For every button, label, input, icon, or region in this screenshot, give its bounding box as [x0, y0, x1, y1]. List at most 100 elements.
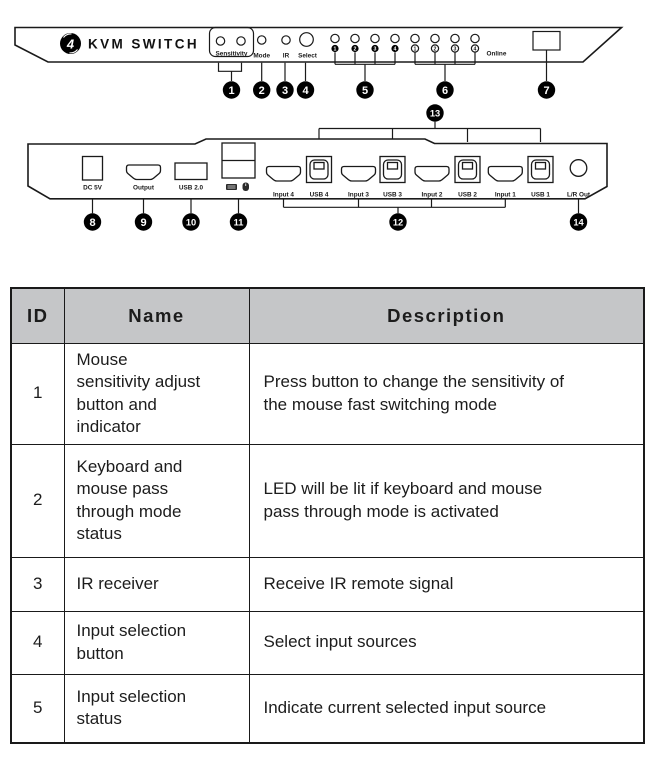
svg-text:11: 11 [234, 218, 244, 228]
mode-led [256, 35, 267, 45]
svg-text:3: 3 [454, 46, 457, 52]
svg-text:2: 2 [434, 46, 437, 52]
row-name: Input selection button [63, 610, 250, 675]
row-description: Receive IR remote signal [248, 556, 645, 612]
table-row: 5 Input selection status Indicate curren… [10, 673, 645, 744]
mouse-icon [242, 182, 249, 191]
rear-panel-diagram: 13 DC 5V Output USB 2.0 Input 4 USB 4 [27, 104, 608, 231]
svg-text:USB 1: USB 1 [531, 192, 550, 199]
hdmi-input2-port [414, 165, 450, 182]
keyboard-icon [226, 184, 237, 190]
mode-label: Mode [253, 52, 270, 59]
table-row: 3 IR receiver Receive IR remote signal [10, 556, 645, 612]
table-row: 4 Input selection button Select input so… [10, 610, 645, 675]
svg-text:USB 4: USB 4 [310, 192, 329, 199]
usb-ports-bracket [318, 121, 542, 142]
brand-text: KVM SWITCH [88, 36, 199, 51]
svg-text:7: 7 [543, 85, 549, 97]
svg-text:USB 2: USB 2 [458, 192, 477, 199]
front-panel-outline [14, 26, 624, 63]
row-name: Mouse sensitivity adjust button and indi… [63, 342, 250, 445]
svg-text:12: 12 [393, 218, 403, 228]
usb2-port [454, 155, 481, 184]
output-label: Output [133, 185, 155, 192]
row-description: Select input sources [248, 610, 645, 675]
svg-text:3: 3 [374, 46, 377, 52]
svg-text:Input 2: Input 2 [422, 192, 443, 199]
ir-window-rect [532, 30, 561, 51]
svg-text:4: 4 [474, 46, 477, 52]
row-name: IR receiver [63, 556, 250, 612]
row-description: Press button to change the sensitivity o… [248, 342, 645, 445]
svg-text:10: 10 [186, 218, 196, 228]
header-name: Name [63, 287, 250, 344]
device-diagrams: 4 KVM SWITCH Sensitivity Mode IR Select … [14, 26, 624, 231]
front-panel-diagram: 4 KVM SWITCH Sensitivity Mode IR Select … [14, 26, 624, 99]
svg-text:Input 4: Input 4 [273, 192, 294, 199]
ir-label: IR [283, 52, 290, 59]
logo-number: 4 [66, 37, 75, 52]
header-id: ID [10, 287, 65, 344]
svg-text:1: 1 [334, 46, 337, 52]
usb20-port [174, 162, 208, 181]
usb3-port [379, 155, 406, 184]
online-status-leds: 1 2 3 4 [410, 33, 480, 53]
svg-text:4: 4 [394, 46, 397, 52]
svg-text:USB 3: USB 3 [383, 192, 402, 199]
usb1-port [527, 155, 554, 184]
sensitivity-group-box [208, 26, 255, 58]
audio-out-jack [569, 159, 588, 177]
row-name: Keyboard and mouse pass through mode sta… [63, 443, 250, 558]
svg-text:14: 14 [573, 218, 584, 228]
table-header-row: ID Name Description [10, 287, 645, 344]
online-label: Online [487, 51, 507, 58]
hdmi-input1-port [487, 165, 523, 182]
input-selection-status-leds: 1 2 3 4 [330, 33, 400, 52]
svg-text:13: 13 [430, 109, 440, 119]
keyboard-mouse-ports [221, 142, 256, 179]
brand-logo-icon: 4 [60, 33, 81, 54]
hdmi-output-port [125, 164, 162, 181]
row-id: 4 [10, 610, 65, 675]
rear-callouts: 8 9 10 11 12 14 [83, 213, 588, 231]
header-description: Description [248, 287, 645, 344]
svg-text:5: 5 [362, 85, 368, 97]
select-label: Select [298, 52, 318, 59]
table-row: 2 Keyboard and mouse pass through mode s… [10, 443, 645, 558]
svg-text:3: 3 [282, 85, 288, 97]
front-callout-lines [217, 50, 548, 81]
svg-text:4: 4 [302, 85, 309, 97]
dc-power-label: DC 5V [83, 185, 103, 192]
svg-text:8: 8 [89, 217, 95, 229]
sensitivity-led-1 [215, 36, 226, 46]
row-description: LED will be lit if keyboard and mouse pa… [248, 443, 645, 558]
svg-text:Input 1: Input 1 [495, 192, 516, 199]
front-callouts: 1 2 3 4 5 6 7 [222, 81, 556, 99]
svg-text:2: 2 [259, 85, 265, 97]
ir-receiver-window [281, 35, 291, 45]
svg-text:9: 9 [140, 217, 146, 229]
hdmi-input4-port [265, 165, 302, 182]
svg-text:1: 1 [414, 46, 417, 52]
row-id: 1 [10, 342, 65, 445]
svg-text:Input 3: Input 3 [348, 192, 369, 199]
svg-text:6: 6 [442, 85, 448, 97]
rear-callout-lines [91, 199, 580, 214]
row-name: Input selection status [63, 673, 250, 744]
audio-label: L/R Out [567, 192, 591, 199]
table-row: 1 Mouse sensitivity adjust button and in… [10, 342, 645, 445]
callout-13 [426, 104, 444, 122]
svg-text:2: 2 [354, 46, 357, 52]
sensitivity-label: Sensitivity [216, 50, 248, 57]
row-id: 5 [10, 673, 65, 744]
row-id: 2 [10, 443, 65, 558]
usb20-label: USB 2.0 [179, 185, 204, 192]
select-button [299, 32, 314, 47]
row-description: Indicate current selected input source [248, 673, 645, 744]
dc-power-port [81, 155, 104, 181]
usb4-port [305, 155, 333, 184]
hdmi-input3-port [340, 165, 377, 182]
row-id: 3 [10, 556, 65, 612]
svg-text:1: 1 [228, 85, 234, 97]
